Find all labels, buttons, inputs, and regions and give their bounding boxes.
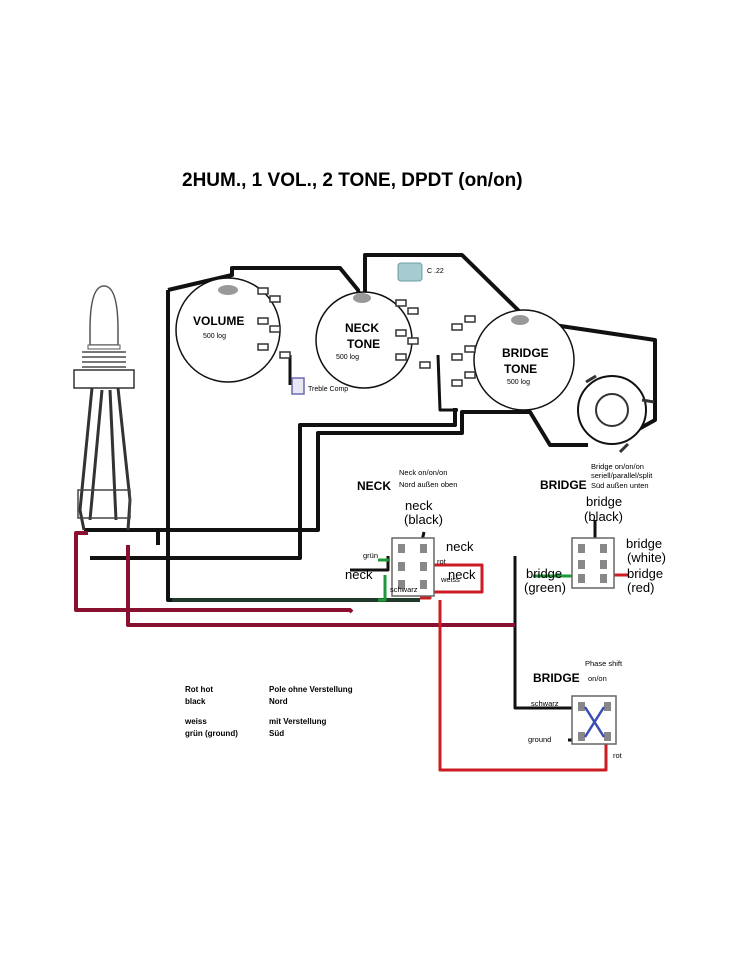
diagram-title: 2HUM., 1 VOL., 2 TONE, DPDT (on/on) [182,170,523,191]
volume-pot [175,277,291,383]
bridge-tone-label-1: BRIDGE [502,346,549,360]
neck-tone-pot [315,291,431,389]
legend-col1-4: weiss [185,717,207,726]
phase-note-2: on/on [588,674,607,683]
neck-wire-top: neck [405,498,433,513]
bridge-tone-pot [451,309,575,411]
neck-wire-left: neck [345,567,373,582]
bridge-wire-top-2: (black) [584,509,624,524]
bridge-wire-red: bridge [627,566,664,581]
legend-col2-5: Süd [269,729,285,738]
bridge-wire-red-2: (red) [627,580,655,595]
bridge-heading: BRIDGE [540,478,587,492]
bridge-switch-body [571,537,615,589]
legend-col2-2: Nord [269,697,288,706]
neck-switch-body [391,537,435,597]
phase-note-1: Phase shift [585,659,623,668]
treble-comp-label: Treble Comp [308,386,349,393]
legend-col2-4: mit Verstellung [269,717,327,726]
legend-col1-5: grün (ground) [185,729,238,738]
volume-label: VOLUME [193,314,245,328]
neck-rot: rot [437,557,446,566]
toggle-switch [73,285,135,531]
capacitor-label: C .22 [427,268,444,275]
bridge-wire-white: bridge [626,536,663,551]
bridge-wire-green-2: (green) [524,580,566,595]
legend-col1-2: black [185,697,206,706]
treble-comp-component [291,377,305,395]
neck-gruen: grün [363,551,379,560]
neck-wire-lower-right: neck [448,567,476,582]
neck-tone-value: 500 log [336,354,359,361]
neck-weiss: weiss [441,575,460,584]
phase-schwarz: schwarz [531,699,559,708]
legend-col2-1: Pole ohne Verstellung [269,685,353,694]
neck-wire-top-2: (black) [404,512,444,527]
neck-tone-label-2: TONE [347,337,381,351]
neck-tone-label-1: NECK [345,321,380,335]
neck-schwarz: schwarz [390,585,418,594]
bridge-note-3: Süd außen unten [591,481,649,490]
phase-heading: BRIDGE [533,671,580,685]
neck-heading: NECK [357,479,392,493]
capacitor [397,262,423,282]
neck-note-1: Neck on/on/on [399,468,448,477]
red-wires [74,531,628,772]
bridge-note-2: seriell/parallel/split [591,471,653,480]
bridge-note-1: Bridge on/on/on [591,462,644,471]
bridge-wire-top: bridge [586,494,623,509]
phase-ground: ground [528,735,552,744]
phase-switch-body [571,695,617,745]
bridge-tone-value: 500 log [507,379,530,386]
phase-rot: rot [613,751,622,760]
bridge-wire-green: bridge [526,566,563,581]
bridge-wire-white-2: (white) [627,550,667,565]
bridge-tone-label-2: TONE [504,362,538,376]
volume-value: 500 log [203,333,226,340]
output-jack [577,374,655,454]
legend-col1-1: Rot hot [185,685,213,694]
neck-wire-right: neck [446,539,474,554]
neck-note-2: Nord außen oben [399,480,458,489]
